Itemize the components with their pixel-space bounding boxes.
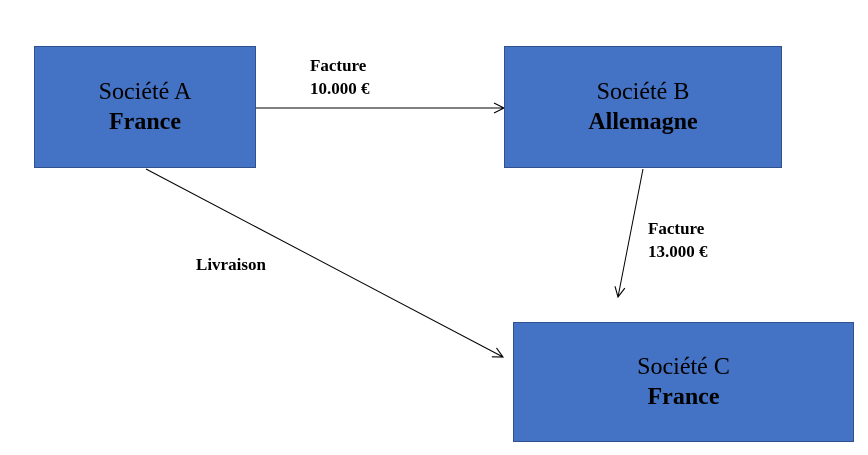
edge-label-b-to-c: Facture 13.000 €	[648, 218, 708, 264]
edge-label-a-to-c: Livraison	[196, 254, 266, 277]
node-a-name: Société A	[98, 79, 192, 105]
edge-b-to-c-title: Facture	[648, 219, 705, 238]
edge-b-to-c-amount: 13.000 €	[648, 241, 708, 261]
node-societe-c: Société C France	[513, 322, 854, 442]
node-societe-a: Société A France	[34, 46, 256, 168]
arrow-b-to-c	[618, 168, 644, 297]
arrow-a-to-c	[145, 168, 503, 357]
node-c-name: Société C	[637, 354, 730, 380]
node-a-country: France	[109, 109, 181, 135]
edge-a-to-c-title: Livraison	[196, 255, 266, 274]
node-c-country: France	[647, 384, 720, 410]
node-b-country: Allemagne	[588, 109, 698, 135]
edge-a-to-b-amount: 10.000 €	[310, 78, 370, 98]
edge-a-to-b-title: Facture	[310, 56, 367, 75]
node-b-name: Société B	[596, 79, 690, 105]
node-societe-b: Société B Allemagne	[504, 46, 782, 168]
edge-label-a-to-b: Facture 10.000 €	[310, 55, 370, 101]
